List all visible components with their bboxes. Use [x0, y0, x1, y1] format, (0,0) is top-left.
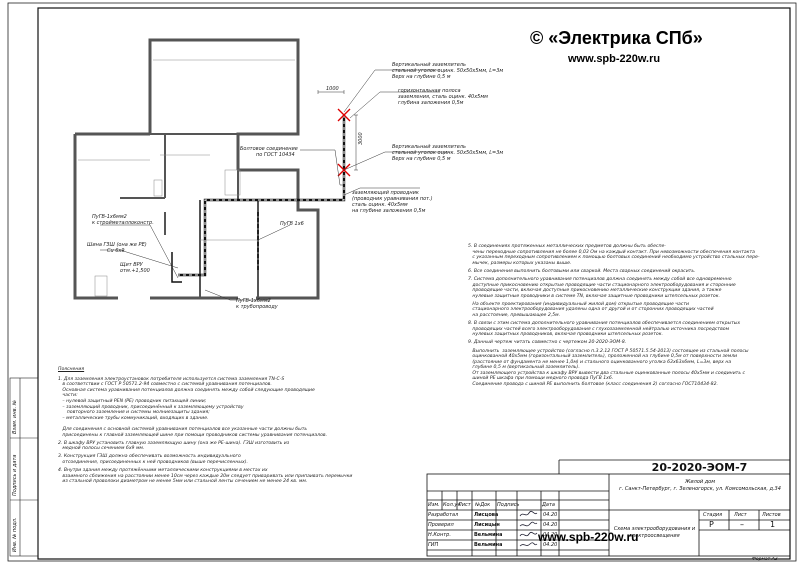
role-developer: Разработал [428, 512, 459, 518]
hdr-doc: №Док [475, 502, 491, 508]
pugv-mid-label: ПуГВ 1х6 [280, 221, 304, 227]
signatures [519, 510, 538, 547]
hdr-sheet: Лист [734, 512, 747, 518]
vru-label: Щит ВРУ отм.+1,500 [120, 262, 150, 274]
notes-left: Пояснения 1. Для заземления электроустан… [58, 367, 408, 487]
dimension-3000: 3000 [358, 132, 364, 145]
sheet-title: Схема электрооборудования и электроосвещ… [613, 526, 696, 539]
notes-title: Пояснения [58, 367, 85, 372]
side-podpis: Подпись и дата [12, 454, 18, 496]
dimension-lines [317, 90, 358, 171]
electrode-right-label: Вертикальный заземлитель стальной уголок… [392, 144, 504, 162]
object-info: Жилой дом г. Санкт-Петербург, г. Зеленог… [619, 479, 781, 492]
hdr-stage: Стадия [703, 512, 723, 518]
hdr-list: Лист [458, 502, 471, 508]
plan-details [78, 59, 295, 297]
side-stamp [9, 377, 39, 557]
sheet-value: – [740, 520, 744, 529]
side-vzam: Взам. инв. № [12, 400, 18, 434]
format-label: Формат А3 [752, 557, 778, 562]
date-developer: 04.20 [543, 512, 558, 518]
copyright-text: © «Электрика СПб» [530, 28, 703, 48]
hdr-sign: Подпись [497, 502, 520, 508]
pugv-structures-label: ПуГВ-1х6мм2 к стройметаллоконстр. [92, 214, 154, 226]
sheets-value: 1 [770, 520, 776, 529]
name-checker: Лисицын [474, 522, 500, 528]
role-ncontrol: Н.Контр. [428, 532, 451, 538]
side-inv-podl: Инв. № подл. [12, 517, 18, 553]
hdr-izm: Изм. [428, 502, 440, 508]
name-developer: Лисцова [474, 512, 499, 518]
electrode-top-label: Вертикальный заземлитель стальной уголок… [392, 62, 504, 80]
inner-frame [37, 7, 791, 560]
site-url-top[interactable]: www.spb-220w.ru [568, 53, 661, 65]
date-gip: 04.20 [543, 542, 558, 548]
ground-bus-label: Шина ГЗШ (она же PE) Cu 6х9 [87, 242, 147, 254]
date-checker: 04.20 [543, 522, 558, 528]
date-ncontrol: 04.20 [543, 532, 558, 538]
site-url-bottom[interactable]: www.spb-220w.ru [538, 530, 639, 544]
role-checker: Проверил [428, 522, 454, 528]
title-block-grid [426, 459, 791, 557]
outer-frame [7, 2, 797, 562]
pugv-pipe-label: ПуГВ-1х6мм2 к трубопроводу [236, 298, 278, 310]
building-plan [73, 38, 320, 300]
hdr-date: Дата [542, 502, 555, 508]
strip-label: горизонтальная полоса заземления, сталь … [398, 88, 488, 106]
hdr-sheets: Листов [762, 512, 781, 518]
stage-value: Р [709, 520, 714, 529]
leader-lines [100, 69, 450, 301]
notes-right: 5. В соединениях протяженных металлическ… [468, 244, 760, 388]
grounding-route [171, 115, 346, 283]
role-gip: ГИП [428, 542, 439, 548]
name-ncontrol: Вельмина [474, 532, 503, 538]
name-gip: Вельмина [474, 542, 503, 548]
bolt-label: Болтовое соединение по ГОСТ 10434 [240, 146, 298, 158]
dimension-1000: 1000 [326, 86, 339, 92]
hdr-kol: Кол.уч [443, 502, 461, 508]
conductor-label: заземляющий проводник (проводник уравнив… [352, 190, 433, 214]
drawing-code: 20-2020-ЭОМ-7 [651, 462, 748, 474]
